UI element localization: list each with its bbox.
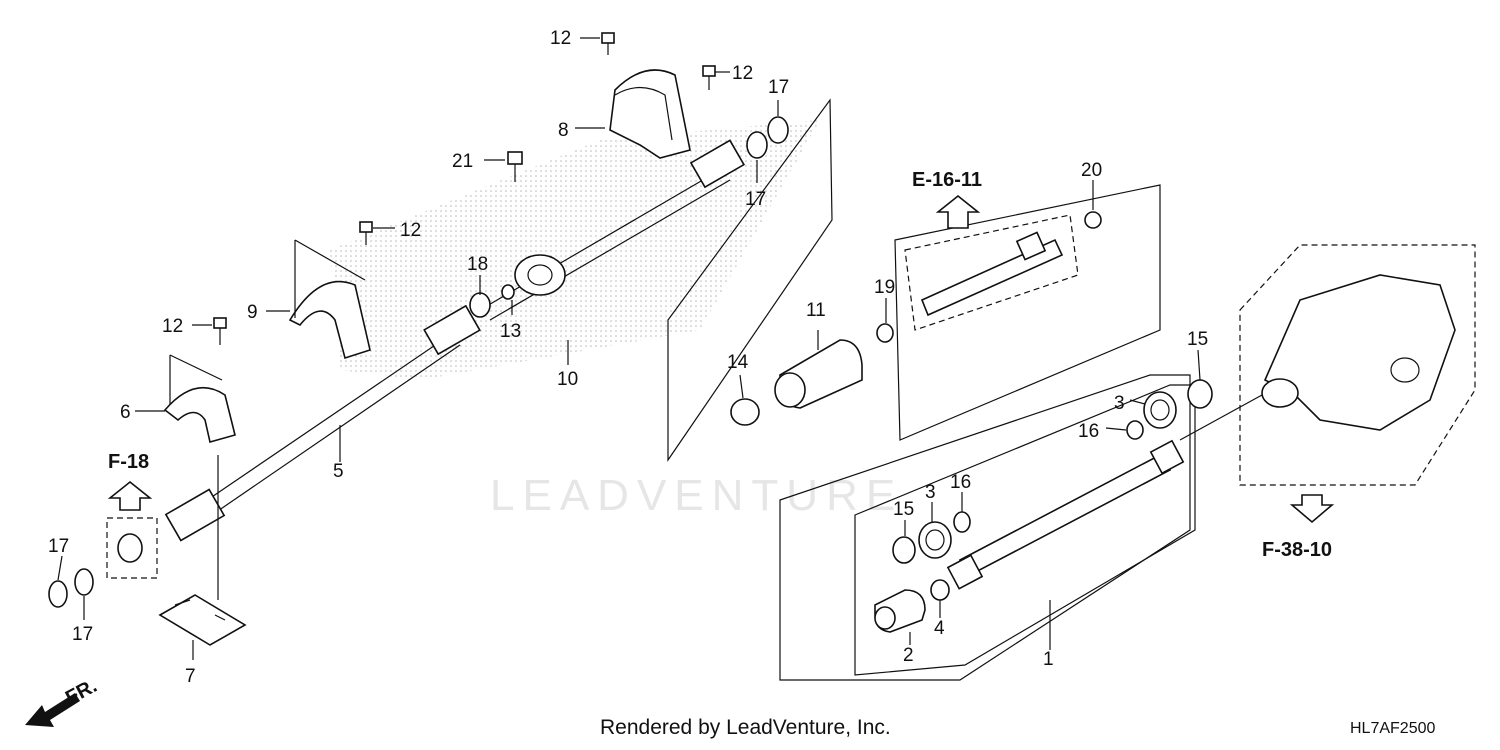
callout-8: 8 [558, 120, 569, 141]
callout-17: 17 [768, 77, 789, 98]
callout-13: 13 [500, 321, 521, 342]
callout-17: 17 [72, 624, 93, 645]
watermark-text: LEADVENTURE [490, 471, 903, 520]
final-drive-box [1239, 244, 1476, 486]
callout-10: 10 [557, 369, 578, 390]
callout-2: 2 [903, 645, 914, 666]
reference-f-18[interactable]: F-18 [108, 451, 149, 473]
f-18-box [106, 517, 158, 579]
arrow-icons [107, 194, 1335, 524]
bracket-9 [288, 239, 371, 360]
callout-15: 15 [1187, 329, 1208, 350]
callout-21: 21 [452, 151, 473, 172]
o-ring-icons [48, 116, 1102, 608]
callout-14: 14 [727, 352, 749, 373]
callout-12: 12 [732, 63, 753, 84]
group-1-outline [779, 374, 1191, 681]
e-16-11-box [904, 214, 1079, 331]
callout-17: 17 [48, 536, 69, 557]
callout-17: 17 [745, 189, 766, 210]
callout-7: 7 [185, 666, 196, 687]
callout-11: 11 [806, 300, 826, 321]
rear-propeller-shaft [946, 439, 1185, 650]
bracket-7 [158, 455, 247, 646]
callout-3: 3 [925, 482, 936, 503]
callout-15: 15 [893, 499, 914, 520]
shaded-area [330, 120, 820, 380]
callout-6: 6 [120, 402, 131, 423]
spline-shaft [920, 231, 1064, 317]
callout-1: 1 [1043, 649, 1054, 670]
group-11-outline [667, 98, 833, 462]
reference-e-16-11[interactable]: E-16-11 [912, 169, 982, 191]
coupler-11 [774, 339, 863, 409]
callout-19: 19 [874, 277, 895, 298]
callout-4: 4 [934, 618, 945, 639]
callouts: 12 12 8 21 12 9 12 6 5 7 18 13 10 17 17 … [48, 28, 1208, 687]
group-subbox-outline [854, 384, 1196, 676]
callout-18: 18 [467, 254, 488, 275]
callout-12: 12 [550, 28, 571, 49]
callout-12: 12 [162, 316, 183, 337]
bracket-8 [609, 69, 691, 159]
callout-12: 12 [400, 220, 421, 241]
bolt-icons [213, 32, 716, 345]
upper-driveshaft [479, 139, 746, 321]
diagram-code: HL7AF2500 [1350, 720, 1436, 737]
front-direction-arrow: FR. [25, 675, 101, 727]
callout-16: 16 [1078, 421, 1099, 442]
callout-9: 9 [247, 302, 258, 323]
boot-parts [874, 379, 1213, 633]
group-20-outline [894, 184, 1161, 441]
leader-lines [57, 37, 1201, 660]
callout-3: 3 [1114, 393, 1125, 414]
callout-16: 16 [950, 472, 971, 493]
rendered-by-credit: Rendered by LeadVenture, Inc. [600, 716, 891, 739]
bracket-6 [163, 354, 236, 443]
reference-f-38-10[interactable]: F-38-10 [1262, 539, 1332, 561]
final-drive-housing [1179, 274, 1456, 441]
callout-5: 5 [333, 461, 344, 482]
callout-20: 20 [1081, 160, 1102, 181]
front-driveshaft [164, 304, 481, 542]
